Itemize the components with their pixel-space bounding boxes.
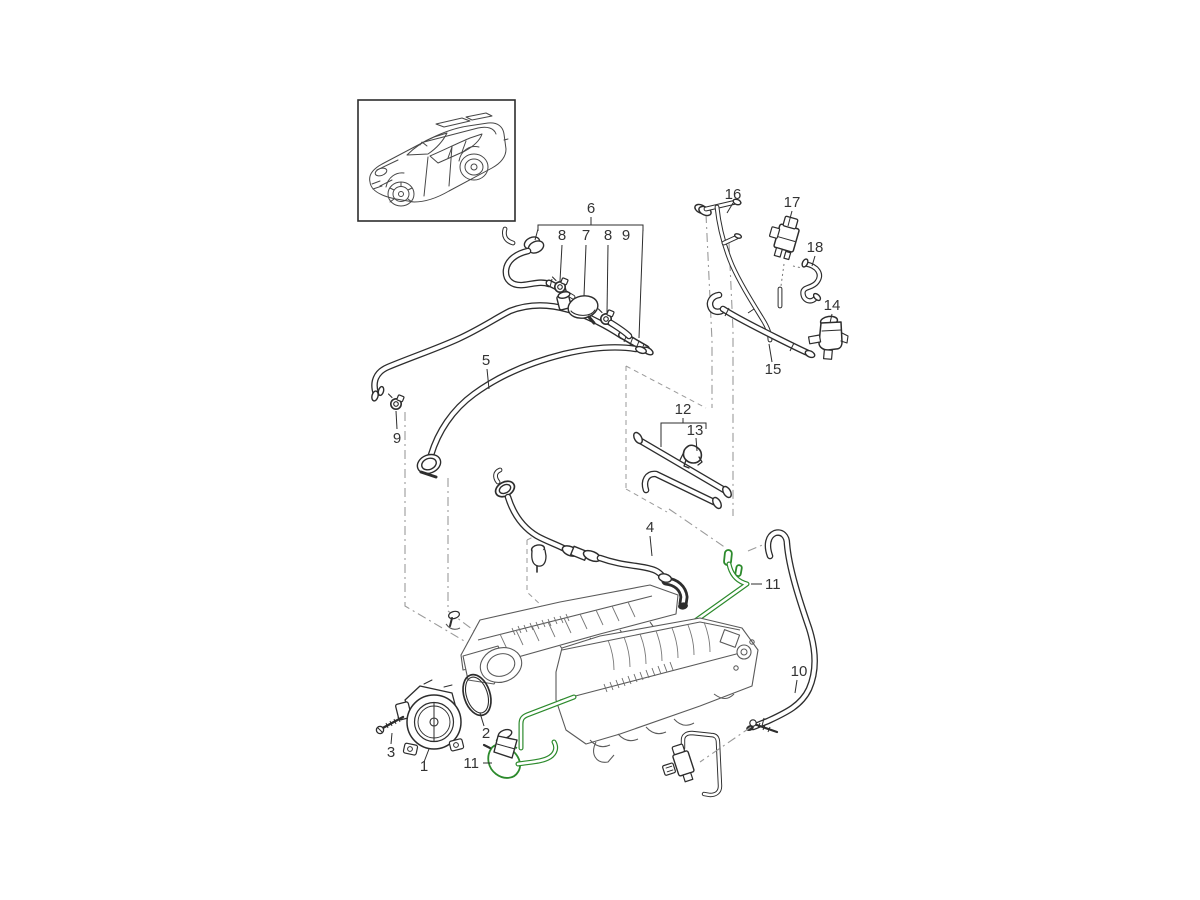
callout-label-12[interactable]: 12	[675, 401, 692, 418]
callout-7[interactable]: 7	[582, 227, 590, 297]
throttle-body-1-drawing	[395, 679, 465, 756]
callout-label-6[interactable]: 6	[587, 200, 595, 217]
callout-10[interactable]: 10	[791, 663, 808, 694]
screw-3-drawing	[375, 715, 405, 735]
vacuum-hose-4-drawing	[493, 467, 689, 623]
callout-18[interactable]: 18	[807, 239, 824, 267]
callout-11-upper[interactable]: 11	[751, 576, 781, 593]
intake-manifold-drawing	[445, 584, 759, 763]
callout-2[interactable]: 2	[479, 712, 490, 742]
callout-1[interactable]: 1	[420, 748, 430, 775]
highlighted-vacuum-line-11-upper-drawing	[664, 508, 773, 644]
callout-label-5[interactable]: 5	[482, 352, 490, 369]
callout-label-13[interactable]: 13	[687, 422, 704, 439]
callout-label-17[interactable]: 17	[784, 194, 801, 211]
callout-13[interactable]: 13	[687, 422, 704, 452]
callout-label-8-right[interactable]: 8	[604, 227, 612, 244]
changeover-valve-11-drawing	[482, 728, 521, 779]
vent-pipe-16-drawing	[694, 198, 773, 343]
small-valve-cap-drawing	[530, 544, 547, 573]
callout-6-bracket[interactable]: 6	[534, 200, 644, 339]
callout-14[interactable]: 14	[824, 297, 841, 324]
check-valve-hose-assembly-drawing	[502, 226, 633, 340]
callout-3[interactable]: 3	[387, 732, 395, 761]
purge-valve-loop-drawing	[662, 719, 779, 798]
callout-9-top[interactable]: 9	[622, 227, 630, 244]
solenoid-valve-17-drawing	[769, 215, 803, 309]
highlighted-vacuum-line-11-lower-drawing	[482, 694, 577, 779]
vent-hose-15-drawing	[706, 291, 816, 359]
suv-line-art-icon	[369, 112, 509, 207]
long-vent-hose-10-drawing	[746, 529, 818, 732]
callout-label-3[interactable]: 3	[387, 744, 395, 761]
callout-4[interactable]: 4	[646, 519, 654, 557]
callout-12-bracket[interactable]: 12	[660, 401, 707, 447]
callout-label-11-lower[interactable]: 11	[463, 755, 479, 772]
callout-label-18[interactable]: 18	[807, 239, 824, 256]
solenoid-valve-14-drawing	[807, 315, 849, 360]
hose-clamp-9-drawing	[387, 393, 406, 411]
callout-label-4[interactable]: 4	[646, 519, 654, 536]
callout-11-lower[interactable]: 11	[463, 755, 492, 772]
o-ring-seal-2-drawing	[462, 673, 492, 717]
breather-hose-5-drawing	[416, 344, 647, 479]
callout-label-9-top[interactable]: 9	[622, 227, 630, 244]
callout-label-14[interactable]: 14	[824, 297, 841, 314]
callout-label-10[interactable]: 10	[791, 663, 808, 680]
callout-label-11-upper[interactable]: 11	[765, 576, 781, 593]
reference-box-12	[625, 213, 734, 516]
vehicle-thumbnail-box	[357, 99, 516, 222]
callout-label-9-left[interactable]: 9	[393, 430, 401, 447]
callout-label-15[interactable]: 15	[765, 361, 782, 378]
callout-15[interactable]: 15	[765, 343, 782, 378]
callout-16[interactable]: 16	[725, 186, 742, 214]
callout-17[interactable]: 17	[784, 194, 801, 227]
callout-label-16[interactable]: 16	[725, 186, 742, 203]
callout-label-7[interactable]: 7	[582, 227, 590, 244]
callout-9-left[interactable]: 9	[393, 410, 401, 447]
callout-label-1[interactable]: 1	[420, 758, 428, 775]
callout-5[interactable]: 5	[482, 352, 490, 390]
callout-label-2[interactable]: 2	[482, 725, 490, 742]
callout-label-8-left[interactable]: 8	[558, 227, 566, 244]
callout-8-left[interactable]: 8	[558, 227, 566, 282]
formed-hose-18-drawing	[800, 258, 823, 304]
check-valve-7-drawing	[556, 291, 599, 325]
callout-8-right[interactable]: 8	[604, 227, 612, 314]
hose-pair-12-drawing	[633, 431, 732, 510]
manifold-nipple-drawing	[445, 610, 461, 630]
